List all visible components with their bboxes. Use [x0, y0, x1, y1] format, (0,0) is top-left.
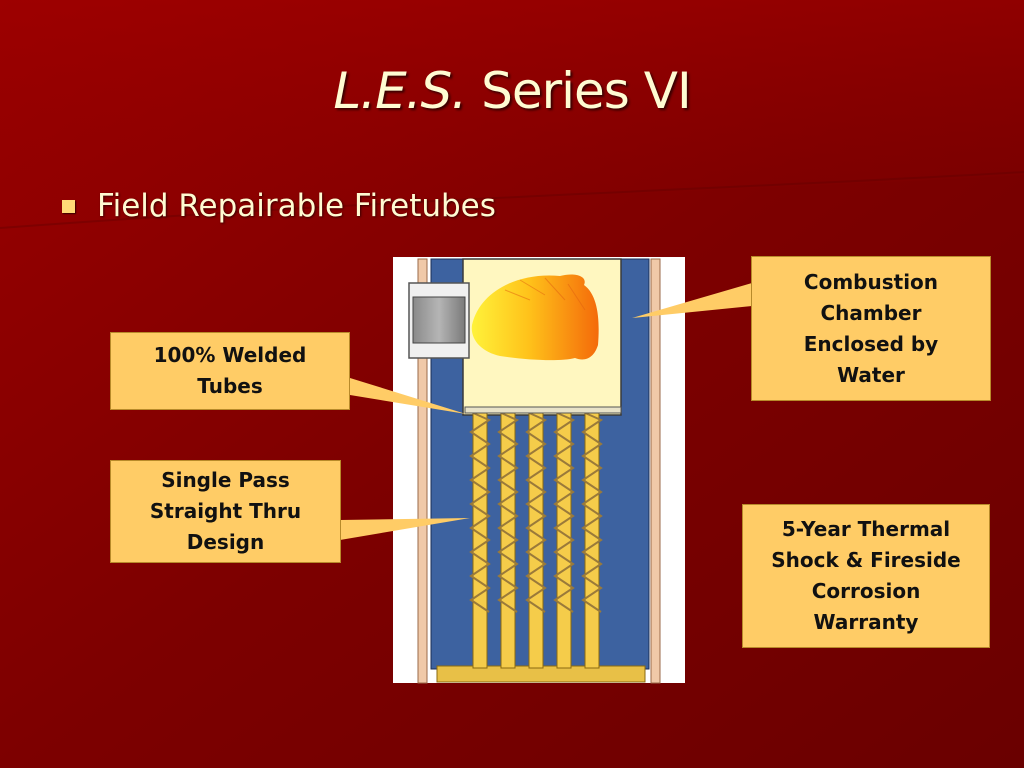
flame-icon: [471, 274, 599, 361]
firetube: [581, 409, 604, 669]
outer-shell-left: [417, 258, 428, 684]
welded-tubes-text: 100% Welded Tubes: [153, 343, 307, 398]
tube-sheet-top: [464, 406, 622, 414]
single-pass-text: Single Pass Straight Thru Design: [149, 468, 302, 554]
title-italic-part: L.E.S.: [333, 62, 467, 120]
single-pass-callout: Single Pass Straight Thru Design: [110, 460, 341, 563]
firetube: [497, 409, 520, 669]
bullet-item: Field Repairable Firetubes: [62, 188, 496, 224]
outer-shell-right: [650, 258, 661, 684]
combustion-chamber-callout: Combustion Chamber Enclosed by Water: [751, 256, 991, 401]
turbulator: [469, 411, 492, 613]
title-rest-part: Series VI: [466, 62, 692, 120]
burner-block: [412, 296, 466, 344]
turbulator: [581, 411, 604, 613]
combustion-chamber-text: Combustion Chamber Enclosed by Water: [803, 269, 939, 387]
turbulator: [497, 411, 520, 613]
bullet-square-icon: [62, 199, 75, 213]
slide-title: L.E.S. Series VI: [0, 62, 1024, 120]
single-pass-pointer: [340, 518, 470, 540]
warranty-text: 5-Year Thermal Shock & Fireside Corrosio…: [771, 517, 961, 634]
turbulator: [525, 411, 548, 613]
turbulator: [553, 411, 576, 613]
welded-pointer: [350, 378, 466, 414]
bullet-text: Field Repairable Firetubes: [97, 188, 496, 224]
warranty-callout: 5-Year Thermal Shock & Fireside Corrosio…: [742, 504, 990, 648]
combustion-pointer: [632, 283, 752, 318]
welded-tubes-callout: 100% Welded Tubes: [110, 332, 350, 410]
firetube: [469, 409, 492, 669]
